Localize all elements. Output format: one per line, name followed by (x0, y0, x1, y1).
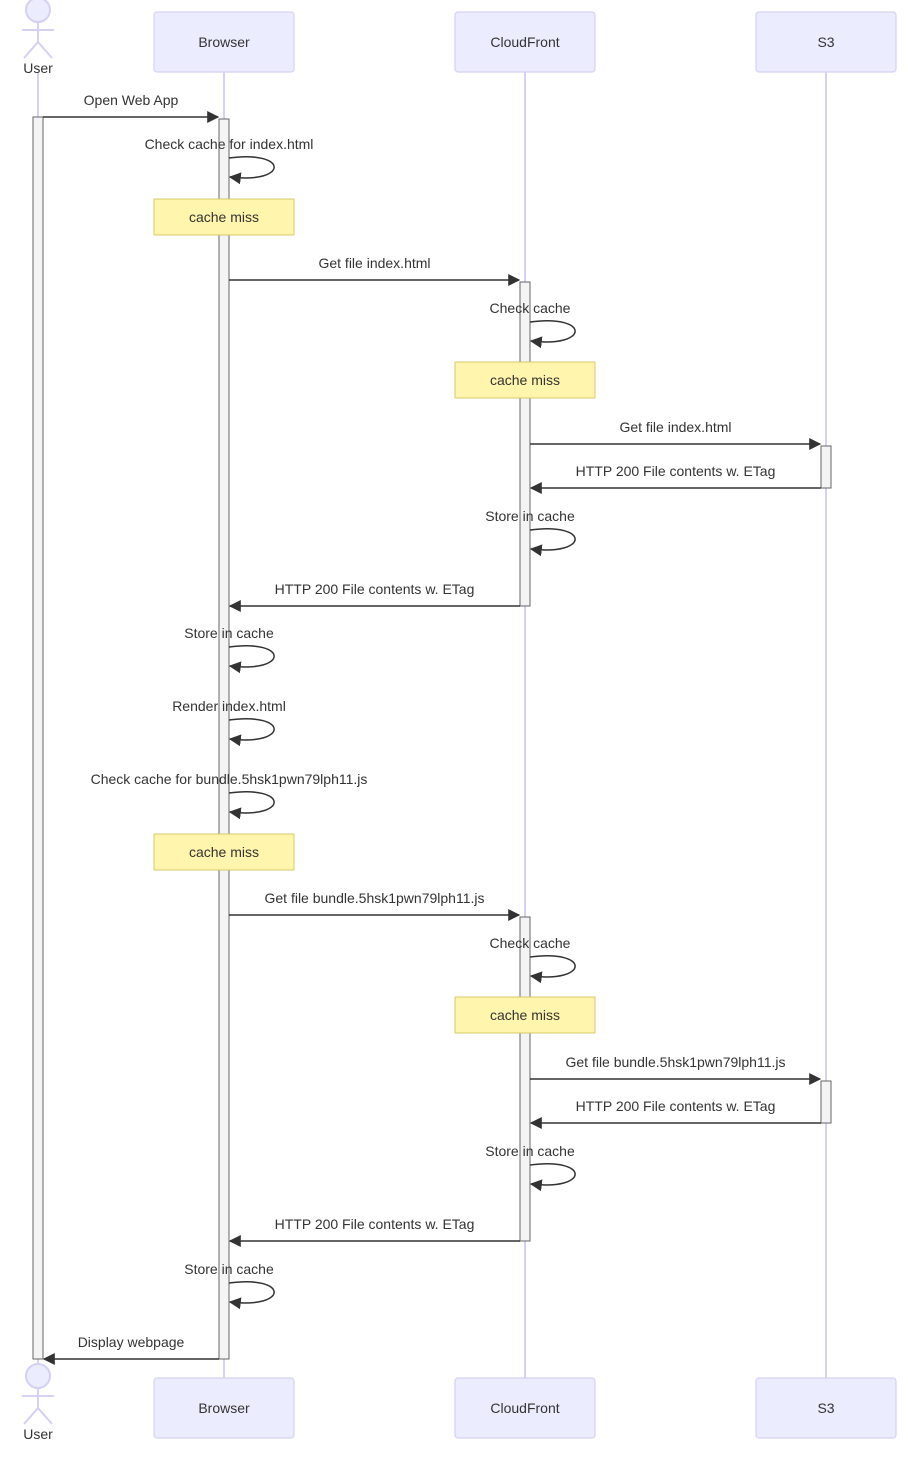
message-browser-to-cloudfront: Get file index.html (229, 255, 521, 286)
participant-top-browser: Browser (153, 11, 295, 73)
participant-box-browser (153, 1377, 295, 1439)
actor-bottom-user: User (22, 1363, 54, 1442)
self-message-label: Check cache for index.html (145, 136, 314, 152)
note-box (454, 996, 596, 1034)
participant-bottom-cloudfront: CloudFront (454, 1377, 596, 1439)
message-label: HTTP 200 File contents w. ETag (275, 581, 475, 597)
actor-leg-left (23, 41, 39, 59)
self-message-arrow (529, 320, 576, 349)
message-cloudfront-to-browser: HTTP 200 File contents w. ETag (228, 581, 520, 612)
participant-label-s3: S3 (817, 34, 834, 50)
self-message-label: Check cache for bundle.5hsk1pwn79lph11.j… (91, 771, 368, 787)
message-label: HTTP 200 File contents w. ETag (576, 463, 776, 479)
message-label: Open Web App (84, 92, 179, 108)
note-box (454, 361, 596, 399)
participant-bottom-s3: S3 (755, 1377, 897, 1439)
message-label: HTTP 200 File contents w. ETag (275, 1216, 475, 1232)
note-label: cache miss (490, 372, 560, 388)
actor-top-user: User (22, 0, 54, 76)
self-message-browser: Check cache for bundle.5hsk1pwn79lph11.j… (91, 771, 368, 820)
self-message-label: Store in cache (485, 1143, 575, 1159)
message-label: Get file index.html (619, 419, 731, 435)
activation-bar-user (32, 116, 44, 1360)
self-message-label: Check cache (490, 300, 571, 316)
participant-box-browser (153, 11, 295, 73)
participant-label-cloudfront: CloudFront (490, 1400, 559, 1416)
note-label: cache miss (189, 209, 259, 225)
participant-box-cloudfront (454, 11, 596, 73)
message-cloudfront-to-s3: Get file bundle.5hsk1pwn79lph11.js (530, 1054, 822, 1085)
activation-bar-s3 (820, 1080, 832, 1124)
participant-box-s3 (755, 1377, 897, 1439)
self-message-arrow (529, 528, 576, 557)
participant-box-cloudfront (454, 1377, 596, 1439)
self-message-cloudfront: Check cache (490, 935, 576, 984)
participant-label-cloudfront: CloudFront (490, 34, 559, 50)
actor-leg-right (37, 1407, 53, 1425)
message-browser-to-cloudfront: Get file bundle.5hsk1pwn79lph11.js (229, 890, 521, 921)
self-message-arrow (228, 718, 275, 747)
message-cloudfront-to-s3: Get file index.html (530, 419, 822, 450)
actor-head-icon (25, 1363, 51, 1389)
message-s3-to-cloudfront: HTTP 200 File contents w. ETag (529, 1098, 821, 1129)
self-message-arrow (228, 791, 275, 820)
self-message-cloudfront: Store in cache (485, 1143, 576, 1192)
note-label: cache miss (490, 1007, 560, 1023)
message-cloudfront-to-browser: HTTP 200 File contents w. ETag (228, 1216, 520, 1247)
self-message-browser: Store in cache (184, 1261, 275, 1310)
self-message-arrow (228, 1281, 275, 1310)
note-cloudfront: cache miss (454, 996, 596, 1034)
actor-label-user: User (23, 60, 53, 76)
actor-label-user: User (23, 1426, 53, 1442)
self-message-arrow (529, 1163, 576, 1192)
self-message-label: Store in cache (485, 508, 575, 524)
note-browser: cache miss (153, 198, 295, 236)
self-message-cloudfront: Check cache (490, 300, 576, 349)
message-s3-to-cloudfront: HTTP 200 File contents w. ETag (529, 463, 821, 494)
participant-label-browser: Browser (198, 34, 250, 50)
participant-top-cloudfront: CloudFront (454, 11, 596, 73)
actor-leg-left (23, 1407, 39, 1425)
participant-box-s3 (755, 11, 897, 73)
self-message-browser: Render index.html (172, 698, 286, 747)
message-label: Display webpage (78, 1334, 185, 1350)
activation-bar-cloudfront (519, 916, 531, 1242)
self-message-label: Store in cache (184, 625, 274, 641)
note-label: cache miss (189, 844, 259, 860)
activation-bar-cloudfront (519, 281, 531, 607)
participant-top-s3: S3 (755, 11, 897, 73)
actor-head-icon (25, 0, 51, 23)
activation-bar-browser (218, 118, 230, 1360)
self-message-label: Render index.html (172, 698, 286, 714)
message-browser-to-user: Display webpage (42, 1334, 219, 1365)
self-message-arrow (228, 156, 275, 185)
participant-label-browser: Browser (198, 1400, 250, 1416)
note-cloudfront: cache miss (454, 361, 596, 399)
participant-label-s3: S3 (817, 1400, 834, 1416)
self-message-arrow (228, 645, 275, 674)
self-message-label: Check cache (490, 935, 571, 951)
self-message-browser: Check cache for index.html (145, 136, 314, 185)
message-label: Get file bundle.5hsk1pwn79lph11.js (565, 1054, 785, 1070)
message-label: Get file index.html (318, 255, 430, 271)
message-label: Get file bundle.5hsk1pwn79lph11.js (264, 890, 484, 906)
note-box (153, 833, 295, 871)
note-browser: cache miss (153, 833, 295, 871)
participant-bottom-browser: Browser (153, 1377, 295, 1439)
self-message-cloudfront: Store in cache (485, 508, 576, 557)
self-message-label: Store in cache (184, 1261, 274, 1277)
note-box (153, 198, 295, 236)
activation-bar-s3 (820, 445, 832, 489)
self-message-browser: Store in cache (184, 625, 275, 674)
message-user-to-browser: Open Web App (43, 92, 220, 123)
message-label: HTTP 200 File contents w. ETag (576, 1098, 776, 1114)
actor-leg-right (37, 41, 53, 59)
self-message-arrow (529, 955, 576, 984)
